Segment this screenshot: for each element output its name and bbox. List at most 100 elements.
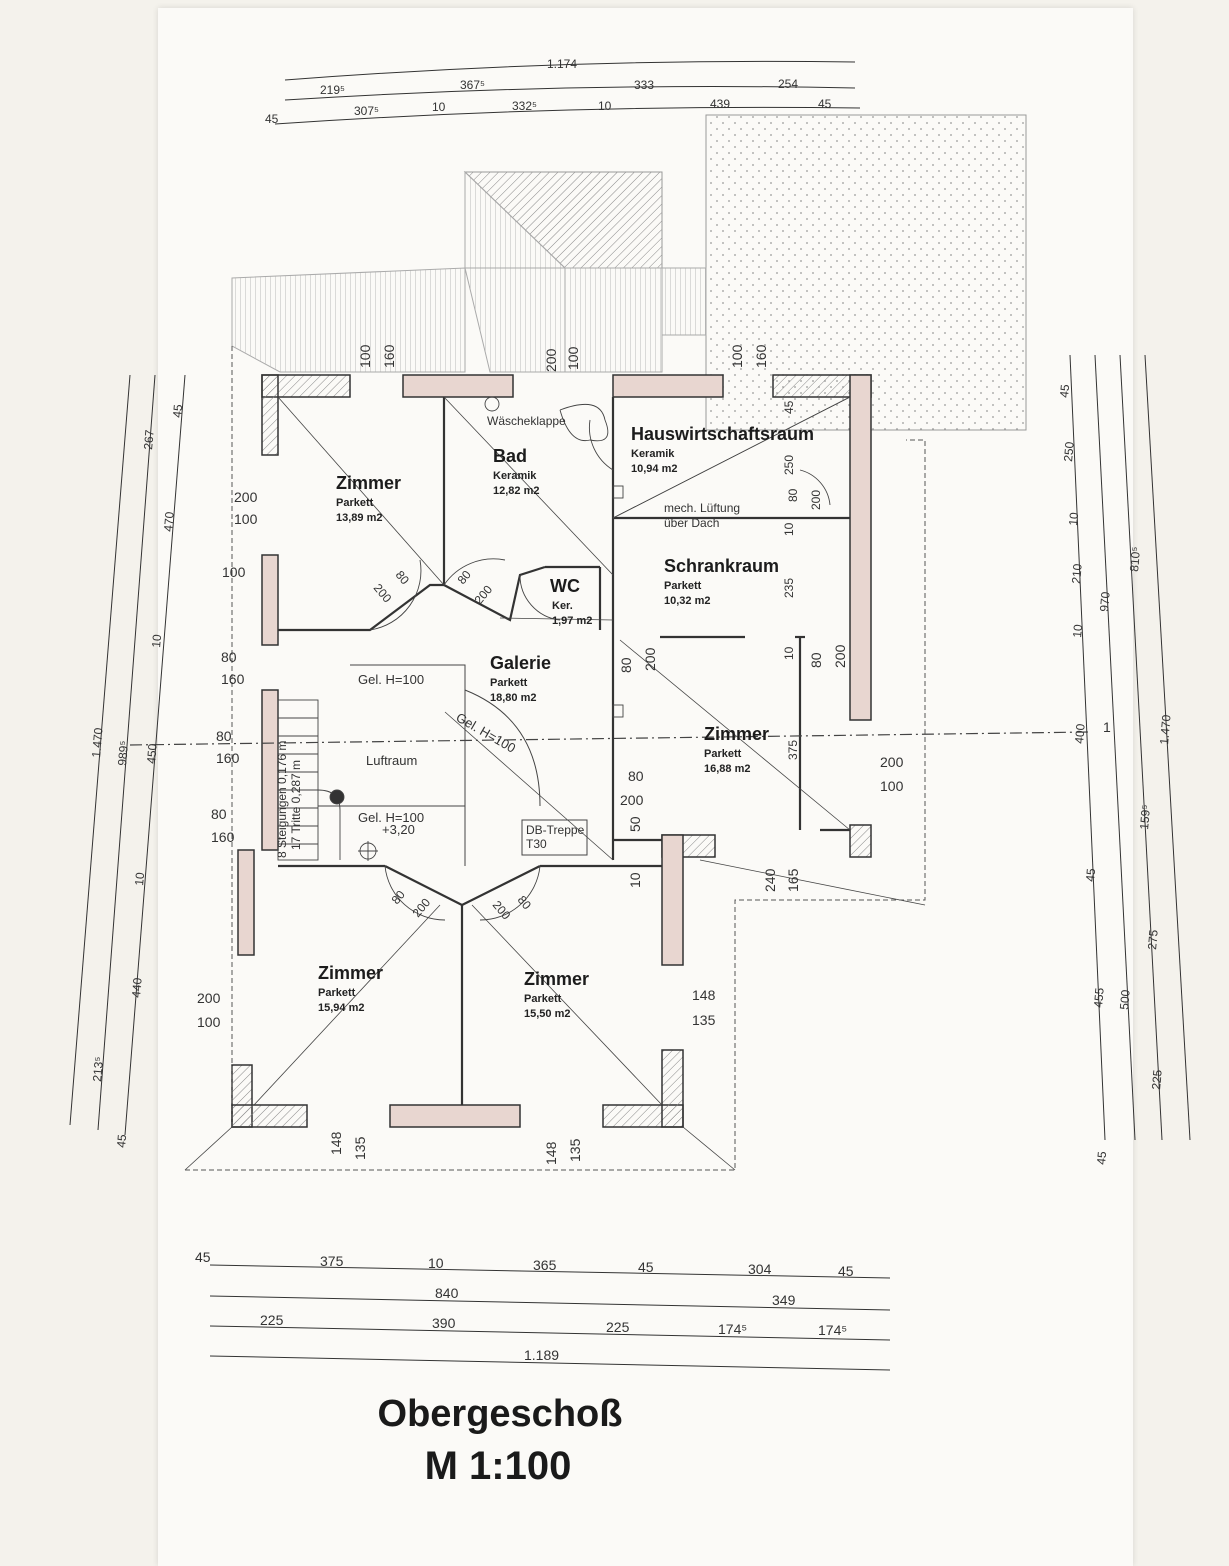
bottom-dimension-labels: 45 375 10 365 45 304 45 840 349 225 390 … — [195, 1249, 854, 1363]
dim-label: 10 — [432, 100, 446, 114]
dim-label: 148 — [692, 987, 716, 1003]
room-name: Zimmer — [704, 724, 769, 744]
room-name: Schrankraum — [664, 556, 779, 576]
dim-label: 45 — [195, 1249, 211, 1265]
dim-label: 80 — [211, 806, 227, 822]
dim-label: 160 — [211, 829, 235, 845]
dim-label: 45 — [818, 97, 832, 111]
top-dimension-labels: 1.174 219⁵ 367⁵ 333 254 45 307⁵ 10 332⁵ … — [265, 57, 832, 126]
dim-label: 254 — [778, 77, 798, 91]
dim-label: 210 — [1069, 563, 1085, 584]
dim-label: 225 — [1149, 1069, 1165, 1090]
dim-label: 10 — [1070, 623, 1085, 638]
ventilation-note-2: über Dach — [664, 516, 719, 530]
dim-label: 80 — [618, 657, 634, 673]
void-label: Luftraum — [366, 753, 417, 768]
dim-label: 135 — [352, 1136, 368, 1160]
dim-label: 80 — [808, 652, 824, 668]
dim-label: 45 — [1094, 1150, 1109, 1165]
dim-label: 100 — [729, 344, 745, 368]
dim-label: 989⁵ — [115, 740, 131, 766]
section-mark: 1 — [1103, 719, 1111, 735]
dim-label: 160 — [753, 344, 769, 368]
room-area: 10,32 m2 — [664, 595, 710, 607]
room-floor: Ker. — [552, 600, 573, 612]
dim-label: 45 — [265, 112, 279, 126]
dim-label: 10 — [627, 872, 643, 888]
dim-label: 165 — [785, 868, 801, 892]
dim-label: 200 — [472, 582, 496, 607]
diagonal-lines — [184, 396, 926, 1171]
dim-label: 200 — [809, 490, 823, 510]
dim-label: 10 — [1066, 511, 1081, 526]
dim-label: 80 — [786, 488, 800, 502]
dim-label: 500 — [1117, 989, 1133, 1010]
bottom-dimensions — [209, 1264, 891, 1371]
dim-label: 100 — [565, 346, 581, 370]
drawing-title: Obergeschoß — [377, 1393, 623, 1435]
room-area: 1,97 m2 — [552, 615, 592, 627]
dim-label: 160 — [216, 750, 240, 766]
dim-label: 455 — [1091, 987, 1107, 1008]
room-area: 12,82 m2 — [493, 485, 539, 497]
dim-label: 304 — [748, 1261, 772, 1277]
left-dimension-labels: 1.470 989⁵ 450 267 45 470 10 10 440 213⁵… — [89, 403, 185, 1148]
dim-label: 45 — [838, 1263, 854, 1279]
dim-label: 10 — [149, 633, 164, 648]
room-floor: Keramik — [493, 470, 537, 482]
walls — [231, 374, 872, 1128]
dim-label: 200 — [832, 644, 848, 668]
room-floor: Keramik — [631, 448, 675, 460]
section-line — [129, 731, 1091, 746]
dim-label: 225 — [606, 1319, 630, 1335]
dim-label: 80 — [389, 887, 409, 906]
dim-label: 275 — [1145, 929, 1161, 950]
dim-label: 80 — [393, 568, 413, 587]
dim-label: 200 — [197, 990, 221, 1006]
laundry-chute-note: Wäscheklappe — [487, 414, 566, 428]
dim-label: 10 — [132, 871, 147, 886]
dim-label: 250 — [782, 455, 796, 475]
dim-label: 375 — [320, 1253, 344, 1269]
stair-spec: 8 Steigungen 0,176 m — [275, 741, 289, 858]
room-area: 15,94 m2 — [318, 1002, 364, 1014]
railing-note: Gel. H=100 — [358, 810, 424, 825]
dim-label: 333 — [634, 78, 654, 92]
dim-label: 10 — [782, 646, 796, 660]
dim-label: 332⁵ — [512, 99, 537, 113]
dim-label: 235 — [782, 578, 796, 598]
room-name: Zimmer — [524, 969, 589, 989]
dim-label: 1.470 — [1157, 714, 1174, 745]
room-floor: Parkett — [318, 987, 356, 999]
dim-label: 100 — [357, 344, 373, 368]
dim-label: 45 — [638, 1259, 654, 1275]
dim-label: 439 — [710, 97, 730, 111]
dim-label: 307⁵ — [354, 104, 379, 118]
door-swings — [369, 396, 831, 921]
dim-label: 375 — [786, 740, 800, 760]
dim-label: 450 — [144, 743, 160, 764]
dim-label: 225 — [260, 1312, 284, 1328]
dim-label: 148 — [543, 1141, 559, 1165]
dim-label: 80 — [628, 768, 644, 784]
dim-label: 400 — [1072, 723, 1088, 744]
dim-label: 135 — [567, 1138, 583, 1162]
dim-label: 200 — [620, 792, 644, 808]
dim-label: 45 — [1057, 383, 1072, 398]
dim-label: 10 — [598, 99, 612, 113]
dim-label: 1.174 — [547, 57, 577, 71]
room-name: WC — [550, 576, 580, 596]
dim-label: 219⁵ — [320, 83, 345, 97]
dim-label: 349 — [772, 1292, 796, 1308]
dim-label: 440 — [129, 977, 145, 998]
dim-label: 45 — [170, 403, 185, 418]
railing-note: Gel. H=100 — [358, 672, 424, 687]
dim-label: 200 — [371, 581, 395, 606]
room-area: 13,89 m2 — [336, 512, 382, 524]
dim-label: 1.189 — [524, 1347, 559, 1363]
room-name: Bad — [493, 446, 527, 466]
room-labels: Zimmer Parkett 13,89 m2 Bad Keramik 12,8… — [318, 424, 814, 1020]
top-dimensions — [274, 60, 861, 125]
gallery-railing — [318, 664, 588, 866]
